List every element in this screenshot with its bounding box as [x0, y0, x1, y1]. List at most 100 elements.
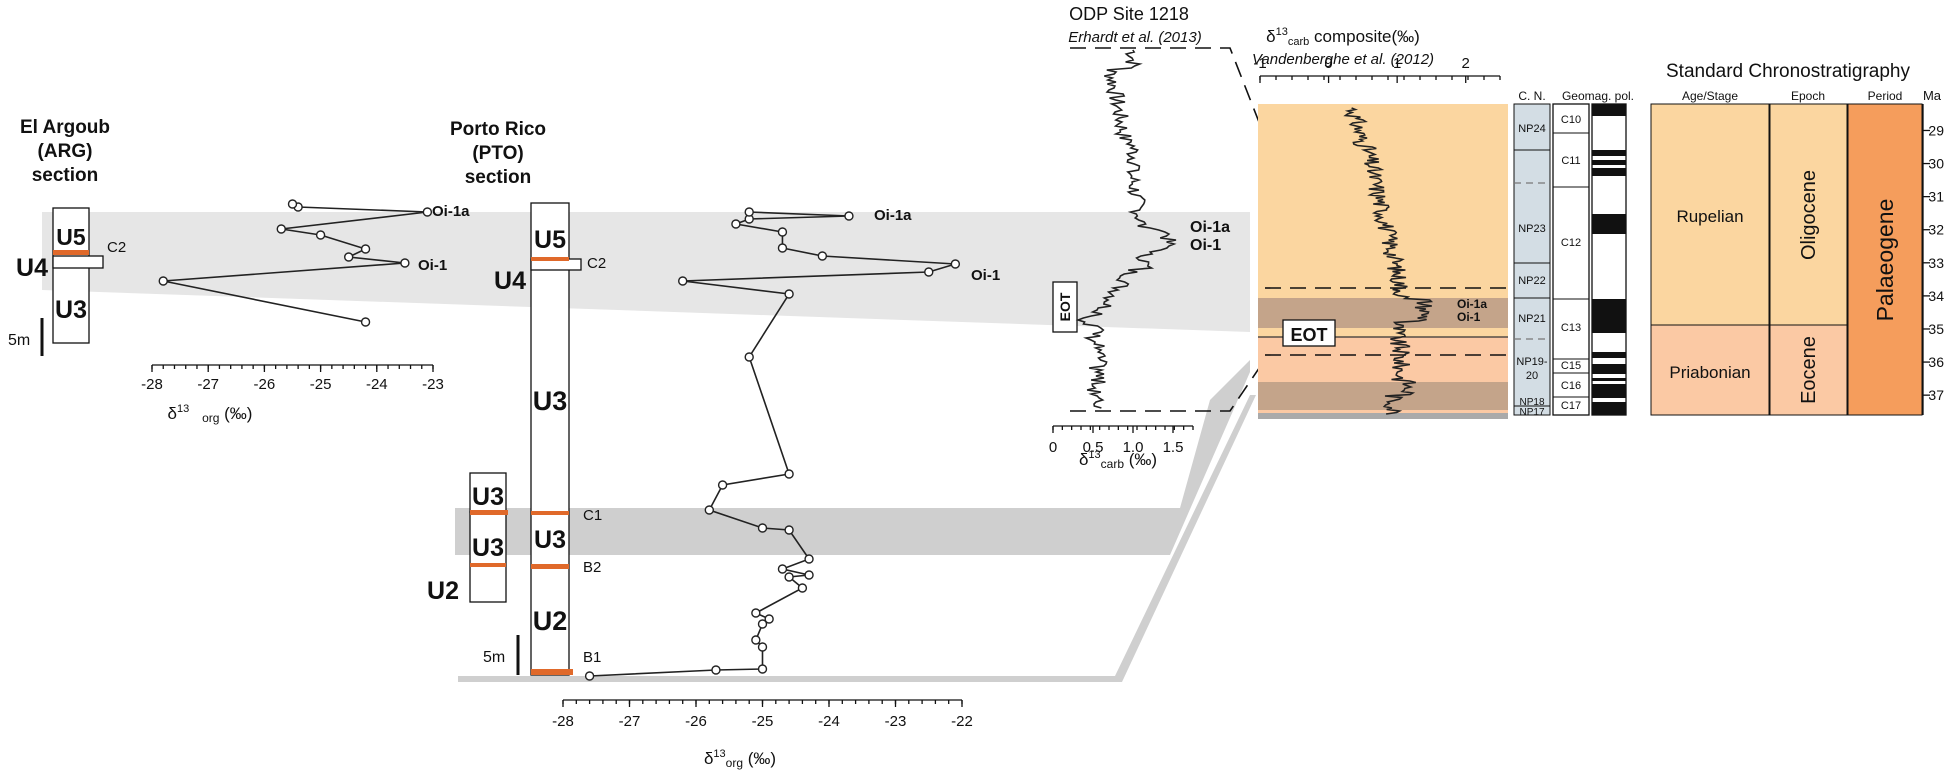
nannozone-np21: NP21 — [1518, 313, 1546, 325]
composite-tick-label-0: -1 — [1253, 55, 1266, 72]
epoch-oligocene-bg — [1769, 103, 1848, 326]
pto-data-point — [950, 259, 961, 269]
odp-dashed-link-bottom — [1070, 354, 1269, 412]
arg-tick-label-2: -26 — [254, 376, 276, 393]
odp-tick-label-3: 1.5 — [1163, 439, 1184, 456]
composite-priabonian-band — [1258, 382, 1508, 410]
arg-lower-unit-u2: U2 — [427, 577, 459, 605]
arg-data-point — [158, 276, 168, 286]
ma-tick-label-1: 30 — [1928, 156, 1944, 172]
arg-data-point — [360, 317, 371, 327]
pto-tick-label-1: -27 — [619, 713, 641, 730]
odp-tick-label-0: 0 — [1049, 439, 1057, 456]
pto-tick-label-3: -25 — [752, 713, 774, 730]
pto-title-line-1: Porto Rico — [450, 119, 546, 140]
ma-tick-label-3: 32 — [1928, 222, 1944, 238]
strat-header-period: Period — [1868, 89, 1903, 103]
pto-title-line-3: section — [465, 167, 532, 188]
ma-tick-label-6: 35 — [1928, 321, 1944, 337]
arg-data-point — [287, 199, 298, 209]
strat-header-ma: Ma — [1923, 88, 1942, 103]
composite-reference: Vandenberghe et al. (2012) — [1252, 51, 1434, 68]
pto-data-point — [844, 211, 854, 221]
pto-section: Porto Rico (PTO) section U5 U4 U3 U3 U2 … — [427, 119, 1000, 770]
odp-dashed-link-top — [1070, 47, 1269, 146]
nannozone-np17: NP17 — [1519, 407, 1544, 418]
pto-data-point — [784, 469, 794, 479]
arg-lower-unit-u3-lower: U3 — [472, 534, 504, 562]
arg-lower-column — [469, 511, 507, 603]
pto-data-point — [777, 227, 788, 237]
pto-data-point — [764, 614, 774, 624]
ma-tick-label-5: 34 — [1928, 288, 1944, 304]
epoch-eocene: Eocene — [1798, 336, 1820, 404]
pto-unit-u3: U3 — [533, 386, 568, 416]
pto-data-point — [751, 608, 761, 618]
composite-d13c-carb-series — [1343, 107, 1434, 415]
odp-annotation-oi-1: Oi-1 — [1190, 237, 1221, 254]
cn-dashed-lines — [1514, 182, 1550, 340]
pto-data-point — [744, 352, 754, 362]
ma-tick-label-4: 33 — [1928, 255, 1944, 271]
polarity-normal-intervals — [1592, 104, 1626, 415]
arg-lower-marker-1 — [470, 510, 508, 515]
arg-unit-u3: U3 — [55, 296, 87, 324]
arg-tick-label-5: -23 — [422, 376, 444, 393]
pto-tick-label-2: -26 — [685, 713, 707, 730]
stage-priabonian: Priabonian — [1669, 363, 1750, 382]
arg-tick-label-0: -28 — [141, 376, 163, 393]
arg-data-point — [315, 230, 326, 240]
nannozone-np18: NP18 — [1519, 397, 1544, 408]
pto-unit-u3-lower: U3 — [534, 526, 566, 554]
arg-annotation-oi-1: Oi-1 — [418, 257, 447, 274]
composite-tick-label-2: 1 — [1393, 55, 1401, 72]
pto-tick-label-6: -22 — [951, 713, 973, 730]
ma-tick-label-0: 29 — [1928, 122, 1944, 138]
nannozone-np24: NP24 — [1518, 123, 1546, 135]
pto-data-point — [744, 207, 754, 217]
ma-tick-label-7: 36 — [1928, 354, 1944, 370]
arg-title-line-1: El Argoub — [20, 117, 110, 138]
pto-unit-u2: U2 — [533, 606, 568, 636]
composite-tick-label-3: 2 — [1462, 55, 1470, 72]
pto-data-point — [757, 619, 768, 629]
arg-section: El Argoub (ARG) section U5 U4 U3 C2 5m -… — [8, 117, 470, 425]
odp-panel: ODP Site 1218 Erhardt et al. (2013) EOT … — [1049, 4, 1269, 471]
pto-data-point — [817, 251, 828, 261]
pto-unit-u5: U5 — [534, 226, 566, 254]
pto-tick-label-5: -23 — [885, 713, 907, 730]
pto-data-point — [784, 525, 794, 535]
pto-x-axis: -28-27-26-25-24-23-22 — [552, 699, 973, 730]
stage-rupelian-bg — [1650, 103, 1770, 326]
pto-tick-label-4: -24 — [818, 713, 840, 730]
pto-data-point — [757, 523, 768, 533]
arg-log-column — [52, 207, 90, 344]
pto-title-line-2: (PTO) — [472, 143, 523, 164]
strat-title: Standard Chronostratigraphy — [1666, 61, 1910, 82]
pto-data-point — [751, 635, 761, 645]
arg-lower-column-top — [469, 472, 507, 513]
arg-title-line-3: section — [32, 165, 99, 186]
arg-series-line — [163, 203, 428, 323]
pto-marker-c2-label: C2 — [587, 255, 606, 272]
arg-x-axis: -28-27-26-25-24-23 — [141, 364, 444, 393]
composite-annotation-oi-1a: Oi-1a — [1457, 297, 1487, 311]
pto-data-point — [678, 276, 688, 286]
composite-annotation-oi-1: Oi-1 — [1457, 310, 1481, 324]
odp-eot-label: EOT — [1057, 292, 1073, 321]
strat-header-cn: C. N. — [1518, 89, 1545, 103]
chron-c12: C12 — [1561, 237, 1581, 249]
arg-tick-label-4: -24 — [366, 376, 388, 393]
odp-x-axis-label: δ13carb (‰) — [1079, 449, 1157, 471]
pto-data-point — [584, 671, 595, 681]
odp-d13c-carb-series — [1075, 49, 1177, 409]
chron-c10: C10 — [1561, 114, 1581, 126]
pto-data-point — [757, 664, 768, 674]
pto-marker-b1-label: B1 — [583, 649, 601, 666]
pto-marker-b2 — [531, 564, 569, 569]
arg-marker-c2 — [53, 250, 89, 255]
pto-marker-b2-label: B2 — [583, 559, 601, 576]
strat-header-geomag: Geomag. pol. — [1562, 89, 1634, 103]
pto-data-point — [717, 480, 728, 490]
